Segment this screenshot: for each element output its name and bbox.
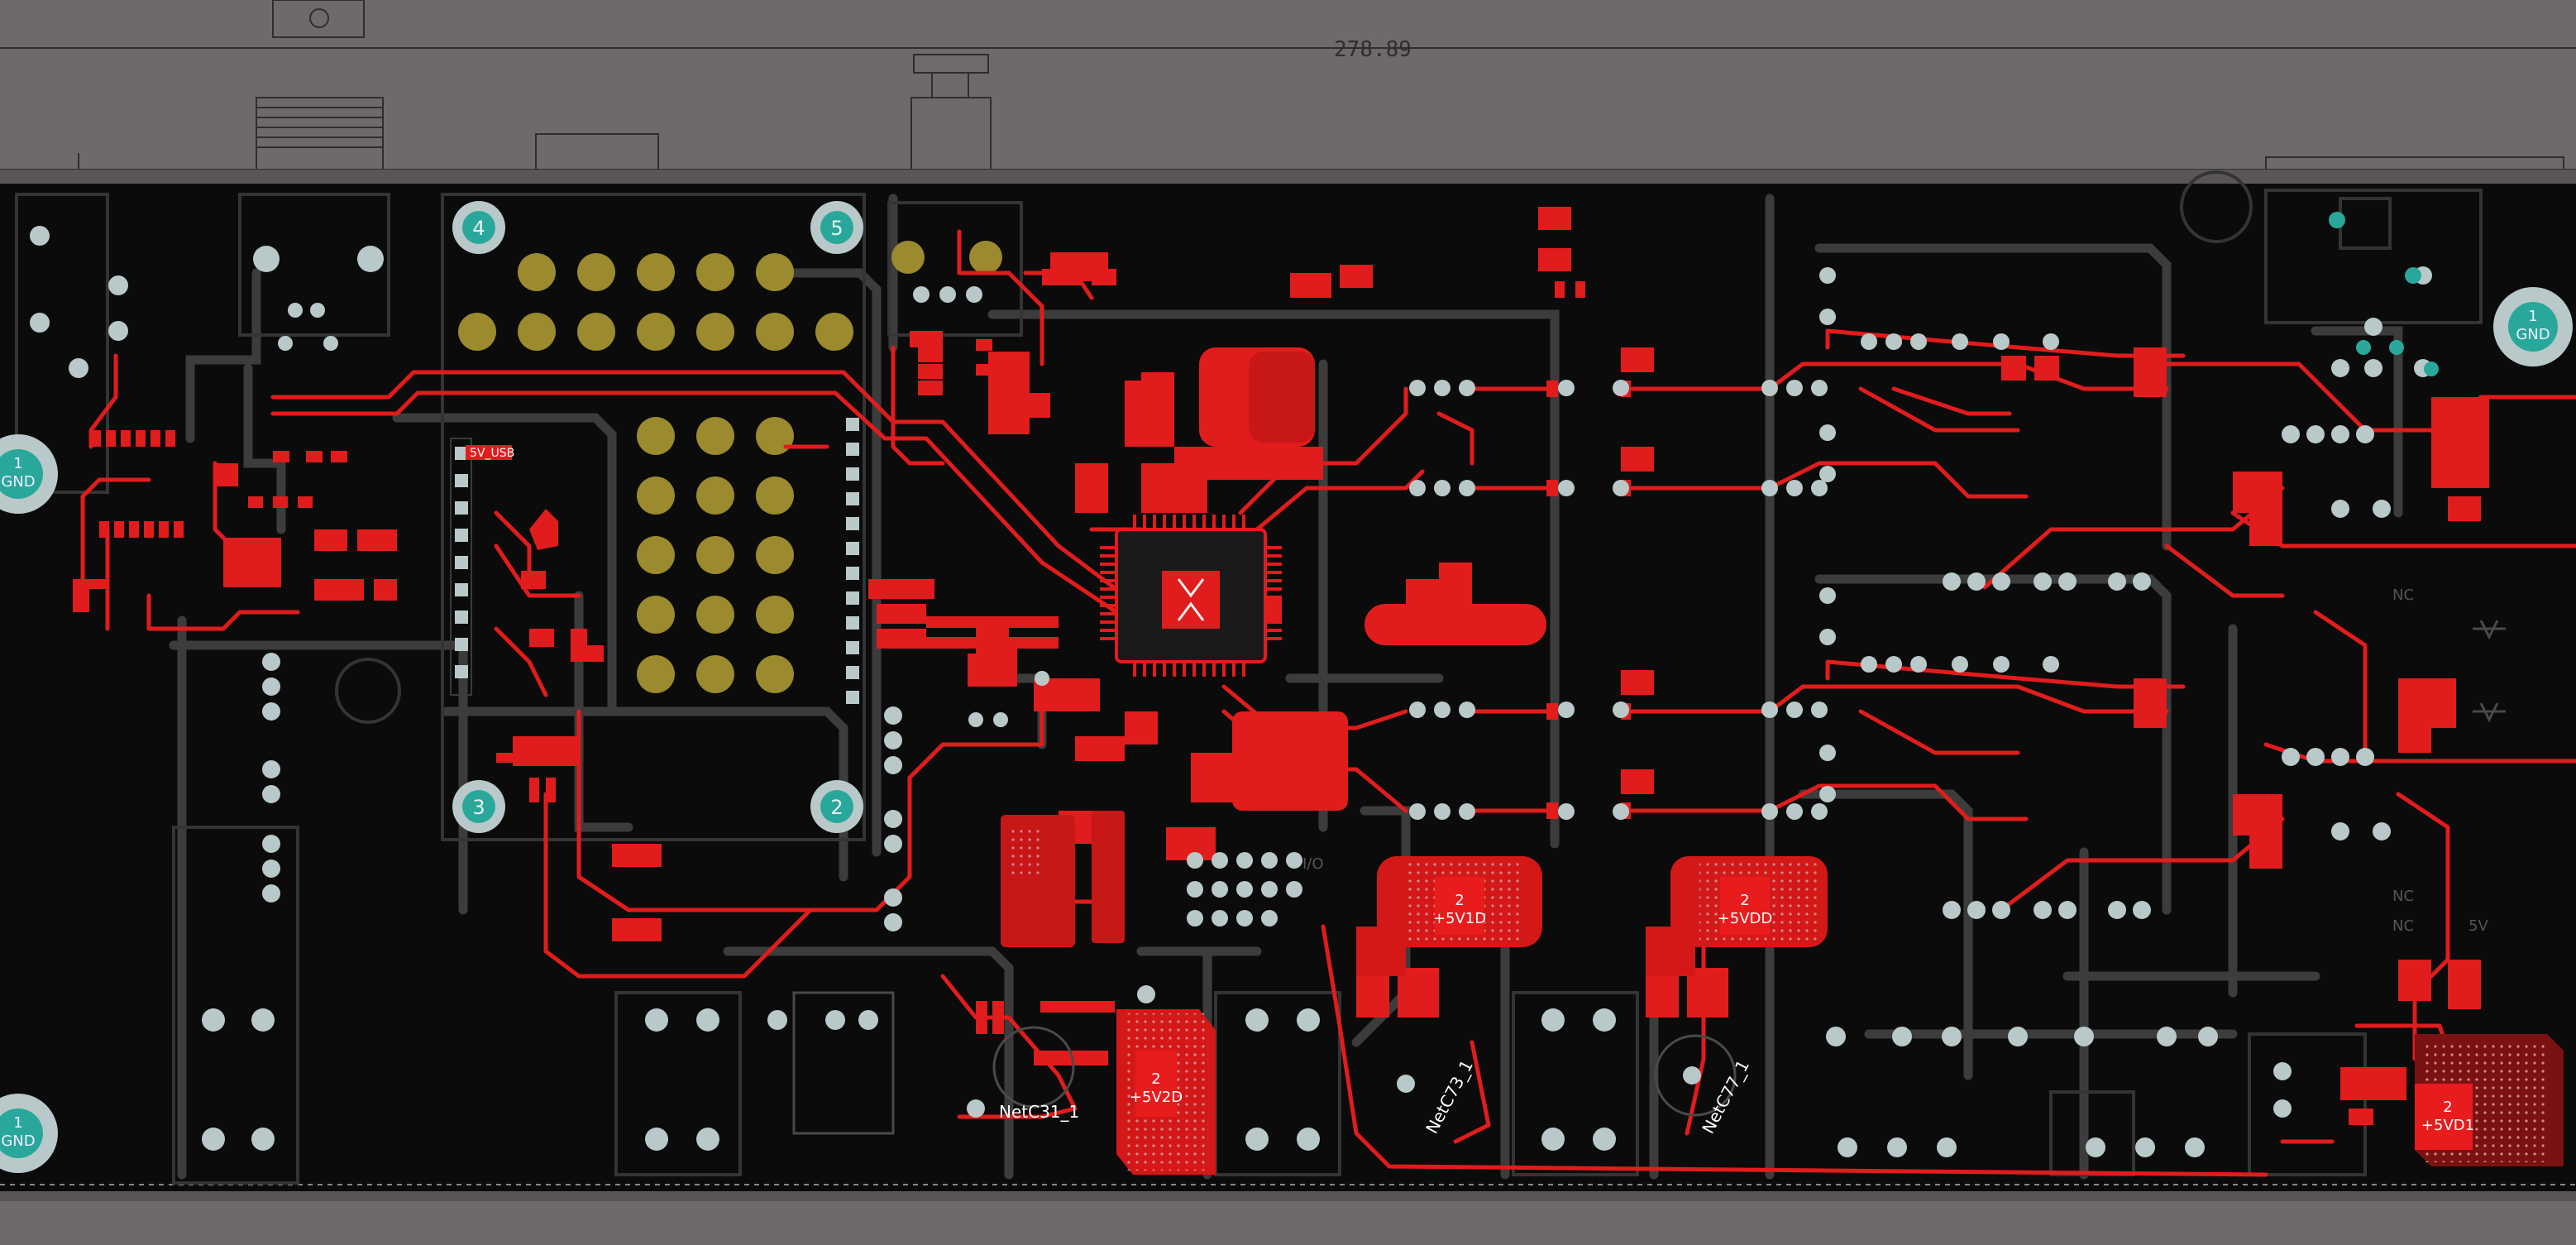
- svg-text:1: 1: [13, 455, 22, 472]
- svg-text:3: 3: [472, 796, 485, 819]
- svg-text:1: 1: [13, 1114, 22, 1132]
- pour-5vdd: 2 +5VDD: [1646, 856, 1828, 976]
- svg-text:GND: GND: [1, 473, 35, 491]
- svg-text:2: 2: [830, 796, 843, 819]
- svg-text:2: 2: [1455, 892, 1464, 909]
- svg-text:5V: 5V: [2468, 917, 2488, 935]
- gnd-hole-right-top: 1 GND: [2493, 287, 2573, 366]
- pour-5vd1: 2 +5VD1: [2415, 1034, 2564, 1166]
- svg-text:2: 2: [2443, 1099, 2452, 1116]
- svg-text:+5VD1: +5VD1: [2421, 1117, 2474, 1134]
- gnd-hole-left-top: 1 GND: [0, 434, 58, 514]
- svg-text:2: 2: [1151, 1070, 1160, 1088]
- svg-text:+5V1D: +5V1D: [1433, 910, 1486, 927]
- teal-vias: [2329, 212, 2439, 376]
- svg-text:GND: GND: [2516, 326, 2550, 343]
- gnd-hole-left-bottom: 1 GND: [0, 1094, 58, 1173]
- usb-label: 5V_USB: [470, 447, 514, 460]
- pour-5v1d: 2 +5V1D: [1356, 856, 1542, 976]
- board-edge-bottom: [0, 1191, 2576, 1201]
- dimension-label: 278.89: [1334, 37, 1412, 62]
- mounting-hole-3: 3: [452, 780, 505, 833]
- gold-pad-array: [458, 241, 1002, 693]
- board-edge-top: [0, 170, 2576, 184]
- silk-text: NC NC NC 5V I/O: [1302, 587, 2488, 935]
- svg-text:4: 4: [472, 217, 485, 240]
- svg-text:NC: NC: [2392, 917, 2414, 935]
- svg-text:+5V2D: +5V2D: [1130, 1089, 1183, 1106]
- usb-connector-footprint: 5V_USB: [450, 418, 859, 704]
- svg-text:1: 1: [2528, 308, 2537, 325]
- svg-text:GND: GND: [1, 1132, 35, 1150]
- svg-text:2: 2: [1740, 892, 1749, 909]
- silkscreen: [792, 620, 2506, 1135]
- power-pours: 2 +5V2D 2 +5V1D 2 +5VDD 2 +5VD1: [1034, 856, 2564, 1175]
- mounting-hole-2: 2: [810, 780, 863, 833]
- svg-text:I/O: I/O: [1302, 855, 1324, 873]
- mounting-holes: 4 5 3 2: [452, 201, 863, 833]
- svg-text:NC: NC: [2392, 888, 2414, 905]
- mounting-hole-5: 5: [810, 201, 863, 254]
- mechanical-outline: [0, 0, 2576, 176]
- svg-text:5: 5: [830, 217, 843, 240]
- tht-pads: [30, 226, 2432, 1157]
- smd-pads: [73, 207, 2489, 1125]
- qfn-ic: [1100, 515, 1282, 677]
- misc-pours: [1001, 352, 1315, 947]
- gnd-holes: 1 GND 1 GND 1 GND: [0, 287, 2573, 1173]
- pour-5v2d: 2 +5V2D: [1034, 1001, 1216, 1175]
- mounting-hole-4: 4: [452, 201, 505, 254]
- net-label-c31: NetC31_1: [999, 1102, 1079, 1122]
- svg-text:NC: NC: [2392, 587, 2414, 604]
- svg-text:+5VDD: +5VDD: [1718, 910, 1773, 927]
